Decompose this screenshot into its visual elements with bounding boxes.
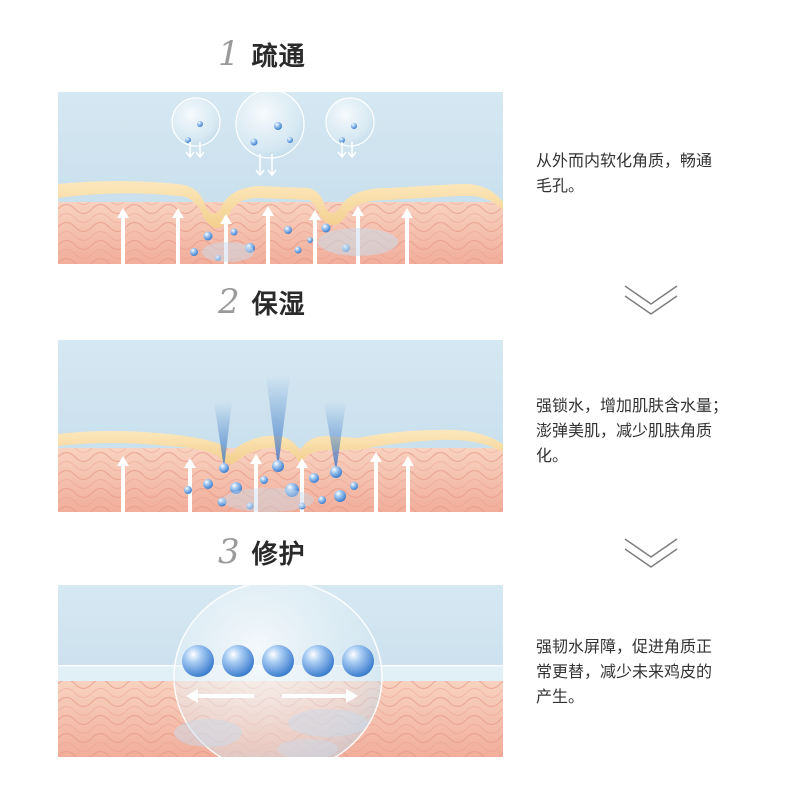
step-3-number: 3 [218,532,240,572]
step-2-description: 强锁水，增加肌肤含水量； 澎弹美肌，减少肌肤角质 化。 [536,396,729,465]
step-1-heading: 1 疏通 [218,32,306,76]
step-2-number: 2 [218,282,240,322]
step-1-title: 疏通 [251,41,306,72]
step-3-title: 修护 [251,539,306,570]
chevron-down-icon [624,538,678,568]
chevron-down-icon [624,285,678,315]
step-2-title: 保湿 [251,289,306,320]
step-1-description: 从外而内软化角质，畅通 毛孔。 [536,151,713,195]
step-3-illustration [58,585,503,757]
step-2-illustration [58,340,503,512]
step-1-number: 1 [218,34,240,74]
step-2-heading: 2 保湿 [218,280,306,324]
step-3-description: 强韧水屏障，促进角质正 常更替，减少未来鸡皮的 产生。 [536,637,713,706]
step-1-illustration [58,92,503,264]
step-3-heading: 3 修护 [218,530,306,574]
